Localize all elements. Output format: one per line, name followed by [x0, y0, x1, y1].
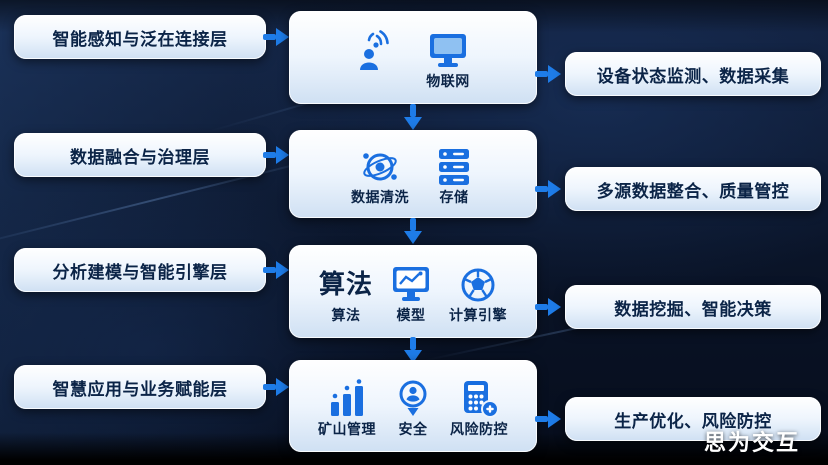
watermark-text: 思为交互	[703, 430, 800, 455]
safety-pin-icon	[391, 378, 435, 420]
center-item: 计算引擎	[449, 264, 507, 324]
arrow-right-icon	[535, 65, 561, 83]
layer-box-data-governance: 数据融合与治理层	[14, 133, 266, 177]
center-item: 风险防控	[450, 378, 508, 438]
center-item: 矿山管理	[318, 378, 376, 438]
center-item: 数据清洗	[351, 146, 409, 206]
risk-control-icon	[457, 378, 501, 420]
center-item-label: 计算引擎	[449, 306, 507, 323]
arrow-down-icon	[404, 104, 422, 130]
center-box-iot: 物联网	[289, 11, 537, 104]
center-item	[355, 29, 401, 90]
center-item-label: 风险防控	[450, 421, 508, 437]
layer-label: 智慧应用与业务赋能层	[52, 379, 228, 399]
algorithm-text: 算法	[318, 268, 373, 299]
arrow-right-icon	[263, 378, 289, 396]
center-box-engine: 算法 算法 模型	[289, 245, 537, 338]
center-item-label: 数据清洗	[351, 189, 409, 205]
center-item-label: 矿山管理	[318, 421, 376, 437]
result-box-monitoring: 设备状态监测、数据采集	[565, 52, 821, 96]
result-box-integration: 多源数据整合、质量管控	[565, 167, 821, 211]
arrow-down-icon	[404, 337, 422, 363]
arrow-right-icon	[263, 261, 289, 279]
arrow-down-icon	[404, 218, 422, 244]
center-item-label: 算法	[331, 306, 361, 323]
center-item: 安全	[391, 378, 435, 438]
arrow-right-icon	[535, 410, 561, 428]
layer-box-analysis-engine: 分析建模与智能引擎层	[14, 248, 266, 292]
layer-label: 智能感知与泛在连接层	[52, 29, 228, 49]
result-box-mining-decision: 数据挖掘、智能决策	[565, 285, 821, 329]
center-item: 模型	[388, 264, 434, 324]
result-label: 多源数据整合、质量管控	[596, 181, 790, 201]
center-item-label: 模型	[396, 306, 426, 323]
layer-box-perception: 智能感知与泛在连接层	[14, 15, 266, 59]
iot-beacon-icon	[355, 29, 401, 72]
arrow-right-icon	[535, 180, 561, 198]
layer-box-application: 智慧应用与业务赋能层	[14, 365, 266, 409]
center-item: 物联网	[425, 30, 471, 90]
center-item-label: 物联网	[426, 72, 470, 89]
arrow-right-icon	[263, 28, 289, 46]
center-item: 算法 算法	[319, 264, 373, 324]
data-clean-icon	[357, 146, 403, 188]
result-label: 生产优化、风险防控	[614, 411, 772, 431]
compute-engine-icon	[456, 264, 500, 306]
layer-label: 分析建模与智能引擎层	[52, 262, 228, 282]
result-box-optimization: 生产优化、风险防控	[565, 397, 821, 441]
monitor-icon	[425, 30, 471, 72]
arrow-right-icon	[263, 146, 289, 164]
storage-server-icon	[433, 146, 475, 188]
arrow-right-icon	[535, 298, 561, 316]
center-item-label: 安全	[398, 421, 428, 437]
center-box-application: 矿山管理 安全	[289, 360, 537, 452]
model-monitor-icon	[388, 264, 434, 306]
bar-chart-icon	[325, 378, 369, 420]
layer-label: 数据融合与治理层	[70, 147, 210, 167]
result-label: 设备状态监测、数据采集	[596, 66, 790, 86]
center-item: 存储	[433, 146, 475, 206]
center-box-data: 数据清洗 存储	[289, 130, 537, 218]
center-item-label: 存储	[439, 189, 469, 205]
result-label: 数据挖掘、智能决策	[614, 299, 772, 319]
